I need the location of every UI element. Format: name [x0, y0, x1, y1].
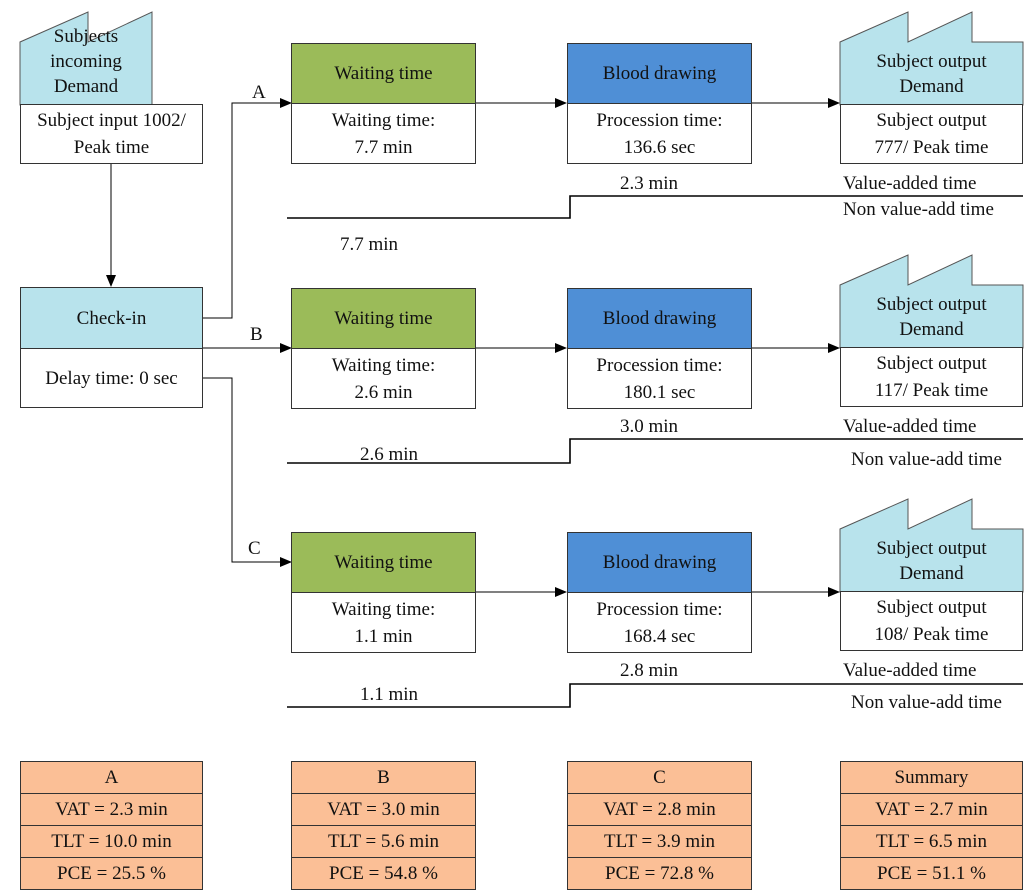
- timeline-a: [287, 195, 1023, 219]
- metric-title: B: [292, 762, 475, 794]
- va-label-a: Value-added time: [843, 173, 977, 194]
- waiting-title-c: Waiting time: [334, 552, 433, 573]
- metric-tlt: TLT = 6.5 min: [841, 826, 1022, 858]
- checkin-title: Check-in: [76, 307, 147, 329]
- output-line1-a: Subject output: [876, 110, 987, 131]
- output-line2-a: 777/ Peak time: [874, 137, 989, 158]
- output-detail-a: Subject output 777/ Peak time: [840, 104, 1023, 164]
- non-value-added-a: 7.7 min: [340, 234, 399, 255]
- waiting-line1-b: Waiting time:: [331, 354, 436, 376]
- blood-line2-a: 136.6 sec: [623, 136, 696, 158]
- metric-vat: VAT = 2.8 min: [568, 794, 751, 826]
- output-line1-b: Subject output: [876, 353, 987, 374]
- metric-vat: VAT = 3.0 min: [292, 794, 475, 826]
- blood-line2-b: 180.1 sec: [623, 381, 696, 403]
- blood-header-c: Blood drawing: [567, 532, 752, 593]
- blood-detail-a: Procession time: 136.6 sec: [567, 103, 752, 164]
- blood-header-a: Blood drawing: [567, 43, 752, 104]
- output-title-c: Subject output Demand: [876, 538, 987, 584]
- metric-table-summary: Summary VAT = 2.7 min TLT = 6.5 min PCE …: [840, 761, 1023, 890]
- waiting-title-b: Waiting time: [334, 308, 433, 329]
- output-line2-c: 108/ Peak time: [874, 624, 989, 645]
- row-label-c: C: [248, 538, 261, 559]
- metric-title: C: [568, 762, 751, 794]
- nva-label-c: Non value-add time: [851, 692, 1002, 713]
- checkin-detail: Delay time: 0 sec: [45, 367, 178, 389]
- waiting-line2-b: 2.6 min: [354, 381, 413, 403]
- blood-line1-a: Procession time:: [596, 109, 723, 131]
- value-added-c: 2.8 min: [620, 660, 679, 681]
- waiting-detail-b: Waiting time: 2.6 min: [291, 348, 476, 409]
- waiting-title-a: Waiting time: [334, 63, 433, 84]
- row-label-a: A: [252, 82, 266, 103]
- output-factory-outline-a: [839, 11, 1024, 106]
- checkin-header: Check-in: [20, 287, 203, 349]
- output-detail-b: Subject output 117/ Peak time: [840, 347, 1023, 407]
- output-header-c: Subject output Demand: [840, 529, 1023, 592]
- metric-pce: PCE = 54.8 %: [329, 863, 438, 884]
- va-label-c: Value-added time: [843, 660, 977, 681]
- output-detail-c: Subject output 108/ Peak time: [840, 591, 1023, 651]
- metric-vat: VAT = 2.7 min: [841, 794, 1022, 826]
- metric-title: A: [21, 762, 202, 794]
- waiting-header-c: Waiting time: [291, 532, 476, 593]
- row-label-b: B: [250, 324, 263, 345]
- timeline-c: [287, 683, 1023, 708]
- output-line2-b: 117/ Peak time: [874, 380, 989, 401]
- blood-detail-b: Procession time: 180.1 sec: [567, 348, 752, 409]
- waiting-header-b: Waiting time: [291, 288, 476, 349]
- metric-pce: PCE = 72.8 %: [605, 863, 714, 884]
- blood-title-c: Blood drawing: [602, 552, 717, 573]
- va-label-b: Value-added time: [843, 416, 977, 437]
- waiting-detail-c: Waiting time: 1.1 min: [291, 592, 476, 653]
- value-added-a: 2.3 min: [620, 173, 679, 194]
- non-value-added-b: 2.6 min: [360, 444, 419, 465]
- value-added-b: 3.0 min: [620, 416, 679, 437]
- blood-title-a: Blood drawing: [602, 63, 717, 84]
- waiting-line2-a: 7.7 min: [354, 136, 413, 158]
- output-header-a: Subject output Demand: [840, 42, 1023, 105]
- arrow-checkin-to-c: [203, 377, 292, 567]
- waiting-line2-c: 1.1 min: [354, 625, 413, 647]
- metric-tlt: TLT = 3.9 min: [568, 826, 751, 858]
- blood-title-b: Blood drawing: [602, 308, 717, 329]
- metric-tlt: TLT = 5.6 min: [292, 826, 475, 858]
- output-factory-outline-b: [839, 254, 1024, 349]
- timeline-b: [287, 438, 1023, 464]
- output-title-a: Subject output Demand: [876, 51, 987, 97]
- output-header-b: Subject output Demand: [840, 285, 1023, 348]
- source-detail: Subject input 1002/ Peak time: [37, 110, 186, 158]
- source-header: Subjects incoming Demand: [20, 12, 152, 105]
- source-detail-box: Subject input 1002/ Peak time: [20, 104, 203, 164]
- waiting-line1-c: Waiting time:: [331, 598, 436, 620]
- nva-label-b: Non value-add time: [851, 449, 1002, 470]
- metric-tlt: TLT = 10.0 min: [21, 826, 202, 858]
- metric-table-a: A VAT = 2.3 min TLT = 10.0 min PCE = 25.…: [20, 761, 203, 890]
- output-line1-c: Subject output: [876, 597, 987, 618]
- metric-title: Summary: [841, 762, 1022, 794]
- blood-line1-b: Procession time:: [596, 354, 723, 376]
- output-title-b: Subject output Demand: [876, 294, 987, 340]
- waiting-header-a: Waiting time: [291, 43, 476, 104]
- metric-table-c: C VAT = 2.8 min TLT = 3.9 min PCE = 72.8…: [567, 761, 752, 890]
- blood-header-b: Blood drawing: [567, 288, 752, 349]
- blood-detail-c: Procession time: 168.4 sec: [567, 592, 752, 653]
- blood-line2-c: 168.4 sec: [623, 625, 696, 647]
- output-factory-outline-c: [839, 498, 1024, 593]
- waiting-line1-a: Waiting time:: [331, 109, 436, 131]
- metric-vat: VAT = 2.3 min: [21, 794, 202, 826]
- waiting-detail-a: Waiting time: 7.7 min: [291, 103, 476, 164]
- arrow-checkin-to-a: [203, 98, 292, 319]
- blood-line1-c: Procession time:: [596, 598, 723, 620]
- metric-pce: PCE = 25.5 %: [57, 863, 166, 884]
- nva-label-a: Non value-add time: [843, 199, 994, 220]
- source-title: Subjects incoming Demand: [50, 26, 122, 97]
- metric-table-b: B VAT = 3.0 min TLT = 5.6 min PCE = 54.8…: [291, 761, 476, 890]
- checkin-detail-box: Delay time: 0 sec: [20, 348, 203, 408]
- metric-pce: PCE = 51.1 %: [877, 863, 986, 884]
- non-value-added-c: 1.1 min: [360, 684, 419, 705]
